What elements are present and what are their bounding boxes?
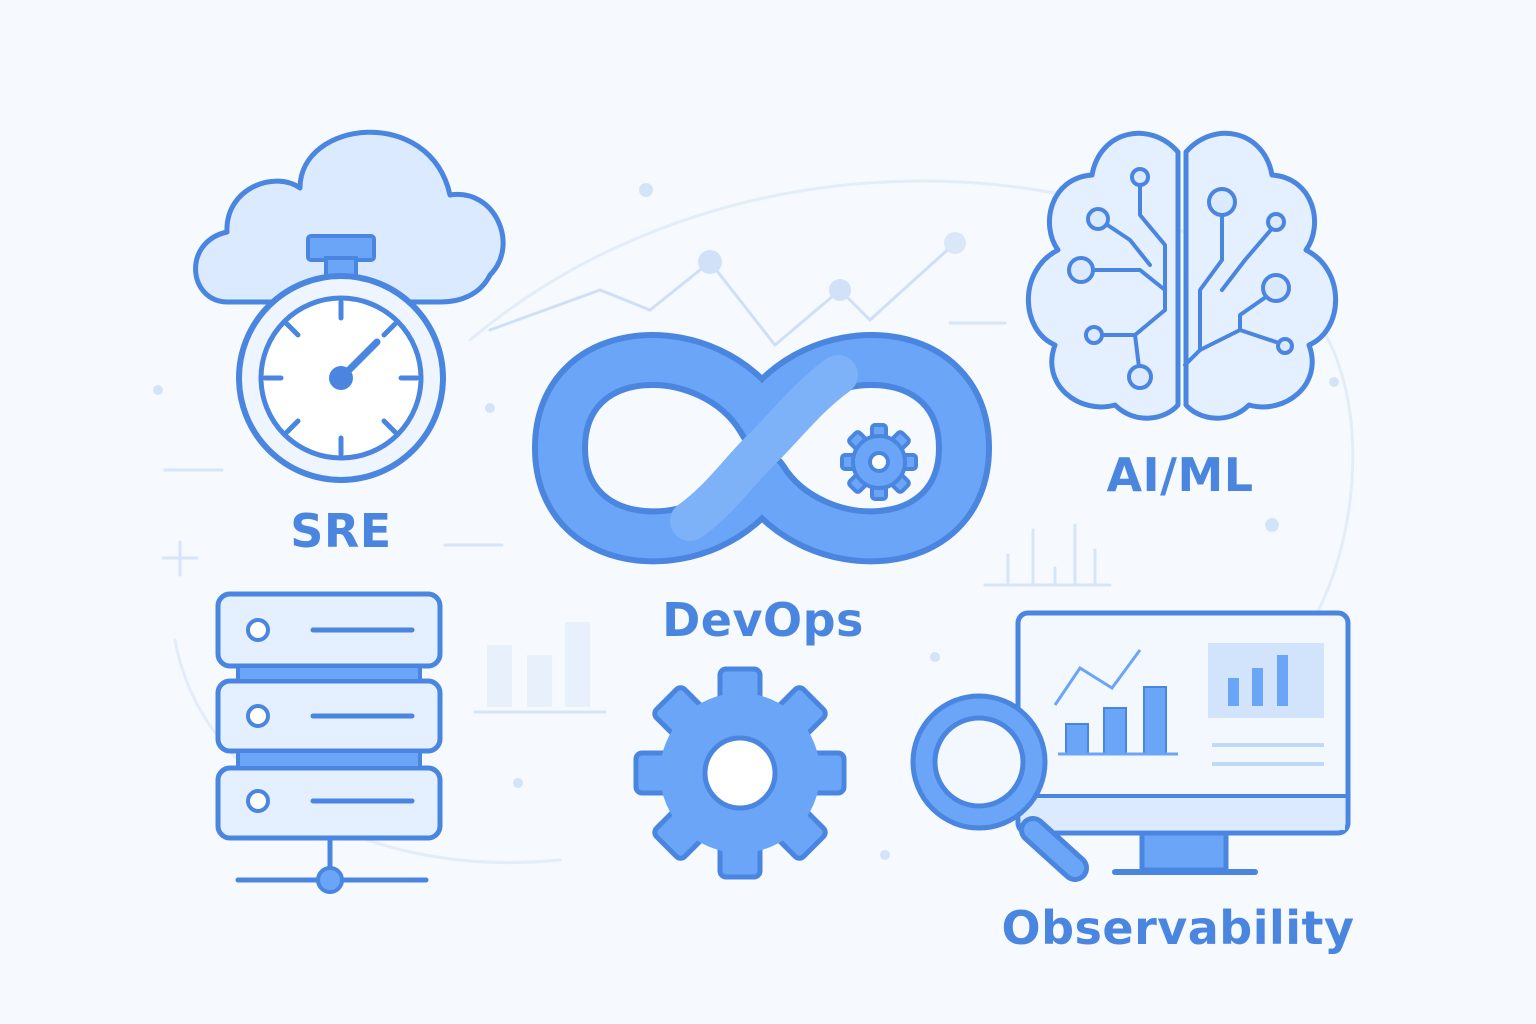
label-devops: DevOps (662, 593, 864, 647)
cloud-icon (193, 129, 506, 305)
gear-icon (633, 666, 847, 880)
label-aiml: AI/ML (1106, 448, 1254, 502)
infinity-loop-icon (531, 332, 993, 565)
monitor-dashboard-icon (1015, 610, 1351, 875)
brain-circuit-icon (1025, 130, 1339, 421)
server-stack-icon (215, 591, 443, 894)
trend-line-faint (488, 241, 957, 348)
label-observability: Observability (1001, 901, 1355, 955)
monitor-trend-line (1053, 649, 1142, 706)
stopwatch-icon (236, 234, 446, 483)
monitor-bar-chart (1065, 686, 1167, 755)
label-sre: SRE (290, 504, 392, 558)
background-bars-faint (487, 622, 590, 707)
gear-small-icon (840, 423, 918, 501)
background-dots (153, 183, 1339, 860)
magnifier-icon (910, 693, 1089, 882)
